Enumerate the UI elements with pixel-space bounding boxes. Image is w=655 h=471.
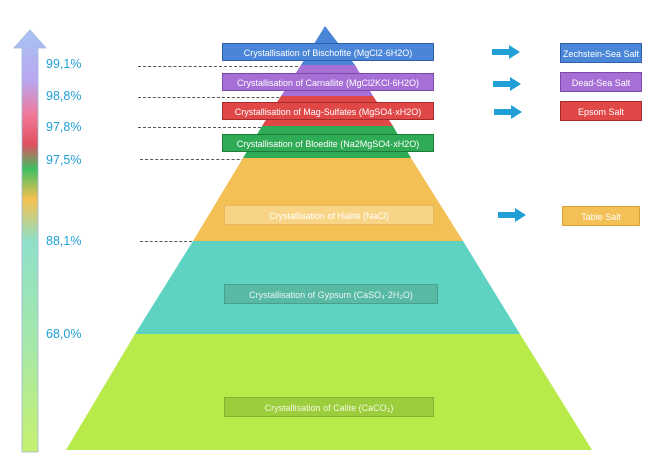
layer-label-carnallite: Crystallisation of Carnallite (MgCl2KCl·…: [222, 73, 434, 91]
salinity-scale-arrow: [13, 29, 47, 453]
pyramid-layer-calcite: [66, 334, 592, 450]
leader-line-98-8: [138, 97, 294, 98]
percent-label-99-1: 99,1%: [46, 57, 82, 71]
scale-arrow-shape: [13, 29, 47, 453]
arrow-right-icon: [498, 208, 526, 222]
layer-label-gypsum: Crystallisation of Gypsum (CaSO₄·2H₂O): [224, 284, 438, 304]
arrow-right-icon: [493, 77, 521, 91]
arrow-right-icon: [492, 45, 520, 59]
percent-label-97-8: 97,8%: [46, 120, 82, 134]
salt-box-table: Table Salt: [562, 206, 640, 226]
leader-line-97-5: [140, 159, 260, 160]
layer-label-halite: Crystallisation of Halite (NaCl): [224, 205, 434, 225]
percent-label-88-1: 88,1%: [46, 234, 82, 248]
leader-line-99-1: [138, 66, 308, 67]
layer-label-calcite: Crystallisation of Calite (CaCO₃): [224, 397, 434, 417]
layer-label-bloedite: Crystallisation of Bloedite (Na2MgSO4·xH…: [222, 134, 434, 152]
percent-label-98-8: 98,8%: [46, 89, 82, 103]
salt-box-epsom: Epsom Salt: [560, 101, 642, 121]
salt-box-dead-sea: Dead-Sea Salt: [560, 72, 642, 92]
leader-line-97-8: [138, 127, 276, 128]
salt-box-zechstein: Zechstein-Sea Salt: [560, 43, 642, 63]
percent-label-68-0: 68,0%: [46, 327, 82, 341]
arrow-right-icon: [494, 105, 522, 119]
pyramid-layer-halite: [193, 158, 463, 241]
leader-line-88-1: [140, 241, 192, 242]
layer-label-bischofite: Crystallisation of Bischofite (MgCl2·6H2…: [222, 43, 434, 61]
percent-label-97-5: 97,5%: [46, 153, 82, 167]
layer-label-mag-sulfates: Crystallisation of Mag-Sulfates (MgSO4·x…: [222, 102, 434, 120]
